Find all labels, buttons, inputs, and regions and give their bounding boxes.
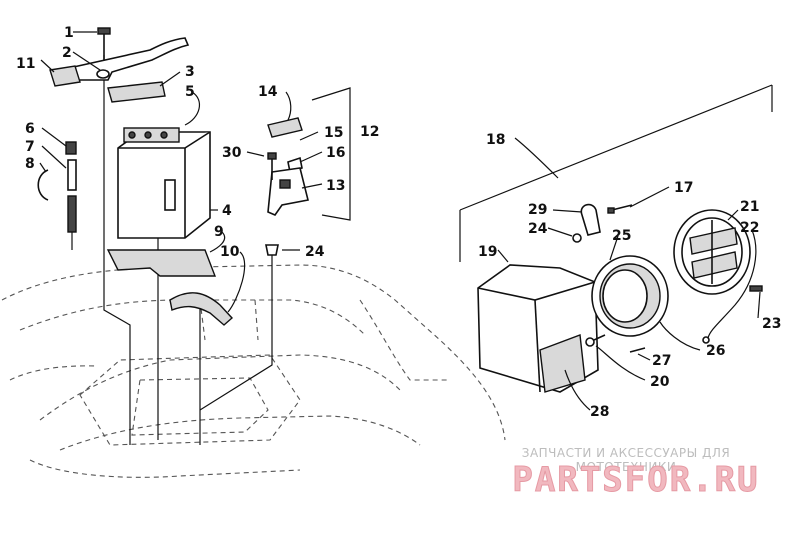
callout-27: 27 bbox=[652, 353, 671, 369]
watermark-logo: PARTSFOR.RU bbox=[512, 460, 760, 501]
callout-2: 2 bbox=[62, 45, 72, 61]
callout-15: 15 bbox=[324, 125, 343, 141]
callout-28: 28 bbox=[590, 404, 609, 420]
clamp-part-29 bbox=[572, 203, 646, 353]
bolt-part-1 bbox=[97, 27, 111, 60]
callout-7: 7 bbox=[25, 139, 35, 155]
bracket-line-18 bbox=[459, 84, 773, 262]
callout-17: 17 bbox=[674, 180, 693, 196]
callout-12: 12 bbox=[360, 124, 379, 140]
battery-pad-part-9 bbox=[106, 249, 217, 277]
relay-group bbox=[265, 87, 351, 256]
callout-21: 21 bbox=[740, 199, 759, 215]
watermark-caption: ЗАПЧАСТИ И АКСЕССУАРЫ ДЛЯ МОТОТЕХНИКИ bbox=[521, 446, 731, 474]
wire-part-22 bbox=[702, 229, 763, 344]
callout-30: 30 bbox=[222, 145, 242, 161]
callout-9: 9 bbox=[214, 224, 224, 240]
callout-24-left: 24 bbox=[305, 244, 325, 260]
callout-18: 18 bbox=[486, 132, 505, 148]
callout-10: 10 bbox=[220, 244, 240, 260]
callout-1: 1 bbox=[64, 25, 74, 41]
battery-strap bbox=[49, 37, 190, 103]
callout-19: 19 bbox=[478, 244, 497, 260]
callout-6: 6 bbox=[25, 121, 35, 137]
callout-26: 26 bbox=[706, 343, 725, 359]
callout-4: 4 bbox=[222, 203, 232, 219]
vent-tube-part-10 bbox=[169, 292, 234, 326]
callout-20: 20 bbox=[650, 374, 670, 390]
callout-29: 29 bbox=[528, 202, 547, 218]
callout-14: 14 bbox=[258, 84, 278, 100]
callout-8: 8 bbox=[25, 156, 35, 172]
callout-16: 16 bbox=[326, 145, 345, 161]
vehicle-frame-outline bbox=[1, 264, 506, 478]
callout-5: 5 bbox=[185, 84, 195, 100]
callout-25: 25 bbox=[612, 228, 631, 244]
callout-13: 13 bbox=[326, 178, 345, 194]
ring-part-25 bbox=[591, 255, 669, 337]
battery-part-4 bbox=[117, 127, 211, 239]
callout-23: 23 bbox=[762, 316, 781, 332]
cover-part-21 bbox=[673, 209, 751, 295]
callout-leaders bbox=[39, 31, 761, 411]
callout-labels: 1 2 11 3 5 4 6 7 8 9 10 14 12 15 16 30 1… bbox=[16, 25, 781, 420]
callout-3: 3 bbox=[185, 64, 195, 80]
callout-24-right: 24 bbox=[528, 221, 548, 237]
terminal-parts bbox=[37, 141, 77, 233]
callout-11: 11 bbox=[16, 56, 35, 72]
housing-part-19 bbox=[477, 264, 599, 393]
callout-22: 22 bbox=[740, 220, 759, 236]
mounting-lines bbox=[71, 55, 273, 445]
